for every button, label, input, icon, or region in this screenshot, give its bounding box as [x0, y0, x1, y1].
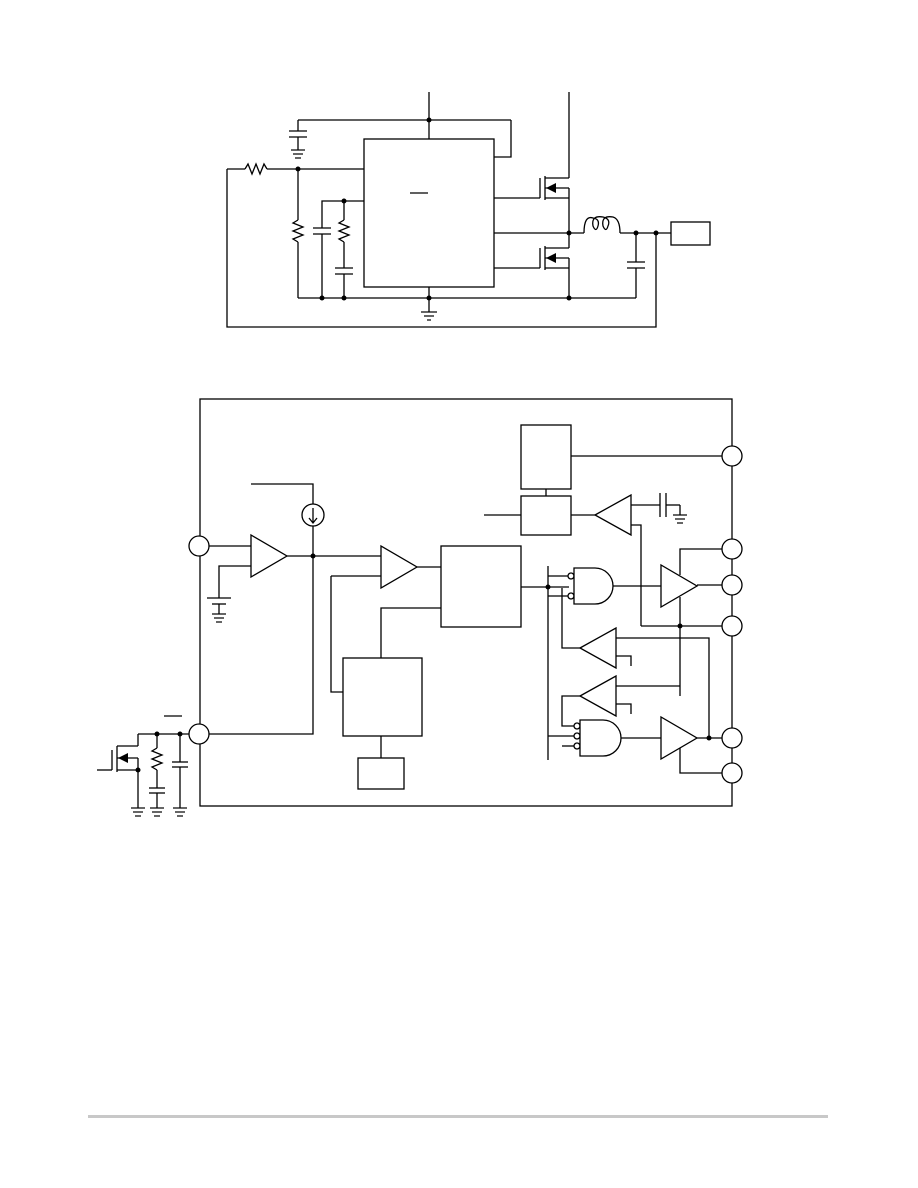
ground-symbol [421, 311, 437, 321]
pin-circle[interactable] [721, 727, 743, 749]
output-inductor [583, 216, 621, 234]
external-soft-start-network [97, 715, 189, 817]
load-box [670, 221, 711, 246]
output-capacitor [627, 233, 645, 298]
high-side-mosfet [494, 92, 570, 233]
compensation-network [313, 198, 364, 298]
pin-circle[interactable] [188, 535, 210, 557]
soft-start-wire [209, 556, 314, 735]
junction-dot [653, 230, 659, 236]
feedback-loop-wire [226, 169, 657, 328]
controller-ic [363, 138, 495, 288]
pwm-comparator [330, 544, 441, 693]
control-logic-block [440, 545, 522, 628]
pin-circle[interactable] [721, 445, 743, 467]
pin-circle[interactable] [721, 574, 743, 596]
low-side-mosfet [494, 233, 570, 298]
feedback-resistor-bottom [291, 169, 305, 298]
boost-wire [494, 120, 512, 158]
current-source [251, 483, 325, 556]
pin-circle[interactable] [721, 762, 743, 784]
junction-dot [341, 295, 347, 301]
pin-circle[interactable] [188, 723, 210, 745]
sensing-comparators [561, 588, 710, 738]
junction-dot [319, 295, 325, 301]
reference-blocks [484, 424, 722, 536]
low-side-gate-driver [548, 715, 722, 774]
pin-circle[interactable] [721, 615, 743, 637]
oscillator-block [342, 607, 441, 790]
functional-block-diagram [97, 398, 743, 817]
error-amplifier [207, 533, 381, 623]
junction-dot [426, 117, 432, 123]
high-side-gate-driver [547, 548, 722, 760]
typical-application-circuit [226, 92, 711, 328]
pin-circle[interactable] [721, 538, 743, 560]
junction-dot [566, 230, 572, 236]
ic-boundary [199, 398, 733, 807]
feedback-resistor-top [227, 162, 364, 176]
input-capacitor [289, 120, 307, 159]
footer-rule [88, 1115, 828, 1118]
bootstrap-comparator [593, 493, 687, 626]
